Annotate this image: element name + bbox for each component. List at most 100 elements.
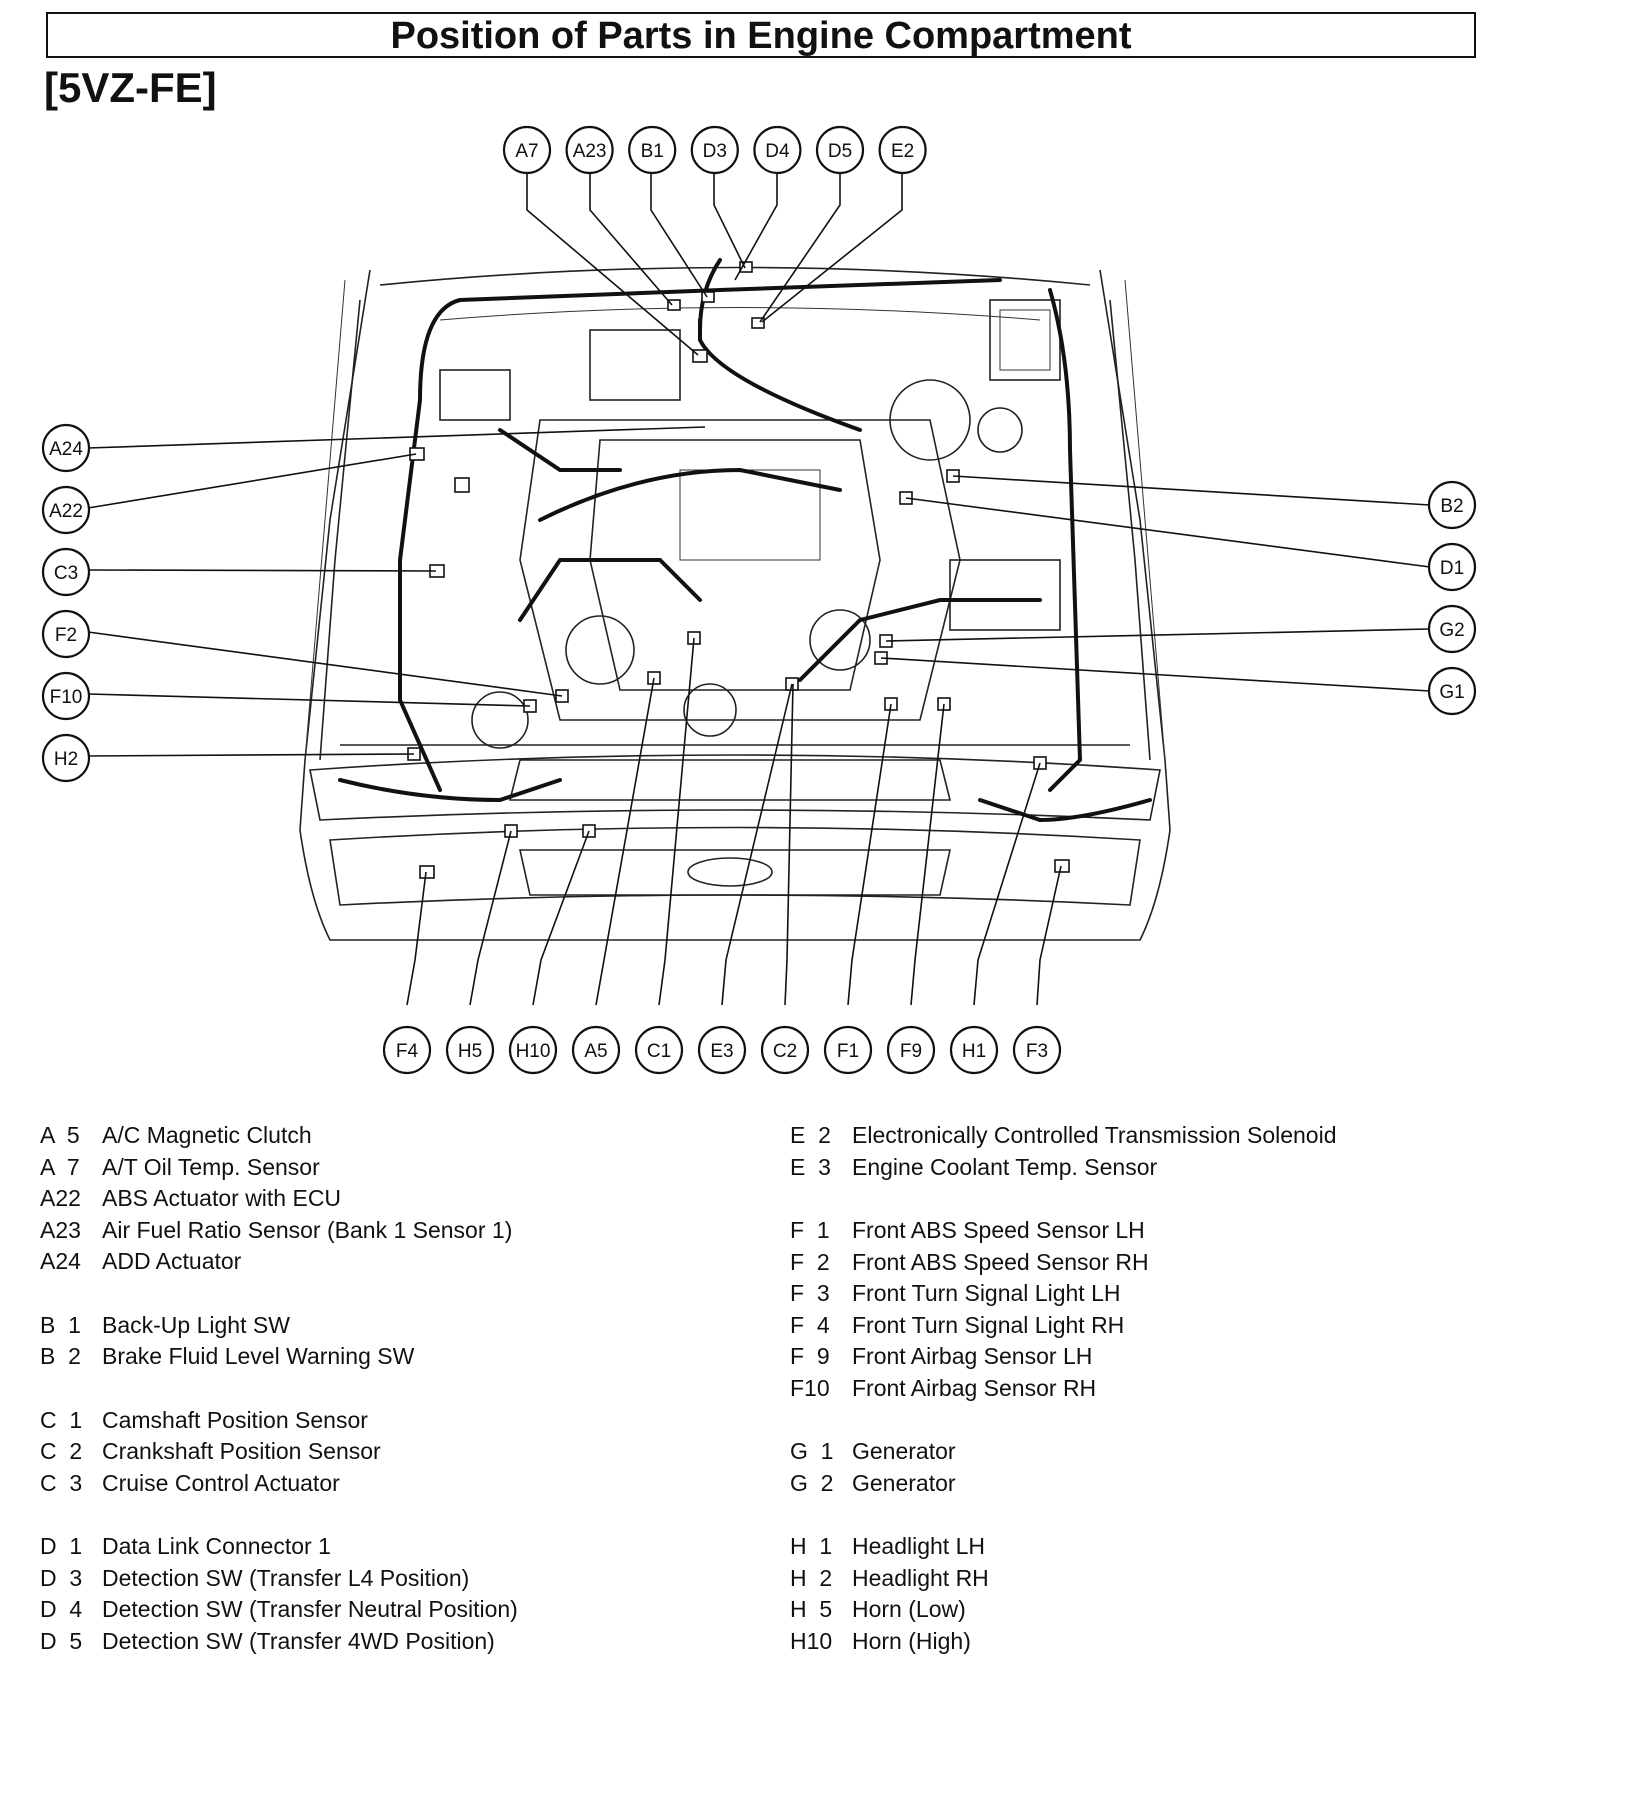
- legend-item-code: H10: [790, 1627, 833, 1654]
- callout-b2: B2: [1427, 480, 1477, 530]
- legend-item-name: Data Link Connector 1: [102, 1533, 331, 1559]
- legend-item-code: D 3: [40, 1564, 83, 1591]
- callout-circle: [41, 423, 91, 473]
- callout-label: D3: [703, 141, 727, 162]
- legend-item-name: Brake Fluid Level Warning SW: [102, 1343, 415, 1369]
- legend-item-code: E 2: [790, 1122, 831, 1148]
- callout-f4: F4: [382, 1025, 432, 1075]
- callout-a7: A7: [502, 125, 552, 175]
- callout-circle: [878, 125, 927, 175]
- legend-item-code: H 2: [790, 1564, 833, 1591]
- page-title: Position of Parts in Engine Compartment: [390, 15, 1132, 57]
- callout-a5: A5: [571, 1025, 621, 1075]
- callout-label: E2: [891, 141, 914, 162]
- callout-circle: [571, 1025, 621, 1075]
- callout-label: G1: [1439, 682, 1464, 703]
- legend-item-code: B 2: [40, 1343, 81, 1369]
- callout-label: H1: [962, 1041, 986, 1062]
- legend-item-name: Camshaft Position Sensor: [102, 1406, 368, 1433]
- callout-label: H10: [516, 1041, 551, 1062]
- callout-label: B1: [641, 141, 664, 162]
- callout-label: C2: [773, 1041, 797, 1062]
- callout-circle: [41, 609, 91, 659]
- legend-item-code: F 3: [790, 1280, 830, 1306]
- callout-circle: [760, 1025, 810, 1075]
- callout-h2: H2: [41, 733, 91, 783]
- callout-circle: [565, 125, 614, 175]
- callout-circle: [690, 125, 739, 175]
- callout-a23: A23: [565, 125, 614, 175]
- callout-circle: [41, 733, 91, 783]
- legend-item-code: C 1: [40, 1406, 83, 1433]
- legend-item-code: D 5: [40, 1627, 83, 1654]
- callout-label: F3: [1026, 1041, 1048, 1062]
- engine-model-label: [5VZ-FE]: [44, 64, 217, 111]
- legend-item: H10 Horn (High): [790, 1626, 1510, 1658]
- legend-item: B 1 Back-Up Light SW: [40, 1310, 760, 1342]
- callout-c1: C1: [634, 1025, 684, 1075]
- legend-item-code: C 2: [40, 1438, 83, 1464]
- legend-item-code: C 3: [40, 1469, 83, 1496]
- callout-label: H5: [458, 1041, 482, 1062]
- legend-item-name: Horn (High): [852, 1627, 971, 1654]
- callout-circle: [1427, 604, 1477, 654]
- callout-d5: D5: [815, 125, 865, 175]
- callout-circle: [628, 125, 677, 175]
- callout-d1: D1: [1427, 542, 1477, 592]
- callout-circle: [508, 1025, 558, 1075]
- callout-circle: [1012, 1025, 1062, 1075]
- callout-h1: H1: [949, 1025, 999, 1075]
- legend-item-code: D 1: [40, 1533, 83, 1559]
- callout-label: H2: [54, 749, 78, 770]
- callout-label: F9: [900, 1041, 922, 1062]
- legend-item-name: Horn (Low): [852, 1596, 966, 1622]
- callout-e2: E2: [878, 125, 927, 175]
- legend-item-name: Front Turn Signal Light LH: [852, 1280, 1121, 1306]
- callout-circle: [382, 1025, 432, 1075]
- legend-item-code: A 7: [40, 1153, 80, 1180]
- callout-circle: [753, 125, 802, 175]
- callout-e3: E3: [697, 1025, 747, 1075]
- legend-item-name: Engine Coolant Temp. Sensor: [852, 1153, 1158, 1180]
- callout-d4: D4: [753, 125, 802, 175]
- callout-h5: H5: [445, 1025, 495, 1075]
- legend-item-code: E 3: [790, 1153, 831, 1180]
- legend-group: B 1 Back-Up Light SW B 2 Brake Fluid Level …: [40, 1310, 760, 1373]
- callout-circle: [41, 485, 91, 535]
- legend-item-name: Front Airbag Sensor LH: [852, 1343, 1093, 1369]
- callout-label: E3: [710, 1041, 733, 1062]
- legend-item-code: B 1: [40, 1311, 81, 1338]
- callout-label: A7: [515, 141, 538, 162]
- callout-label: D5: [828, 141, 852, 162]
- legend-item-code: F 2: [790, 1248, 830, 1275]
- legend-item-name: Cruise Control Actuator: [102, 1469, 340, 1496]
- legend-item-name: Back-Up Light SW: [102, 1311, 290, 1338]
- callout-f9: F9: [886, 1025, 936, 1075]
- legend-item: C 3 Cruise Control Actuator: [40, 1468, 760, 1500]
- legend-item-code: H 1: [790, 1533, 833, 1559]
- legend-item: E 3 Engine Coolant Temp. Sensor: [790, 1152, 1510, 1184]
- callout-a24: A24: [41, 423, 91, 473]
- legend-item-code: A24: [40, 1248, 81, 1274]
- callout-label: A24: [49, 439, 83, 460]
